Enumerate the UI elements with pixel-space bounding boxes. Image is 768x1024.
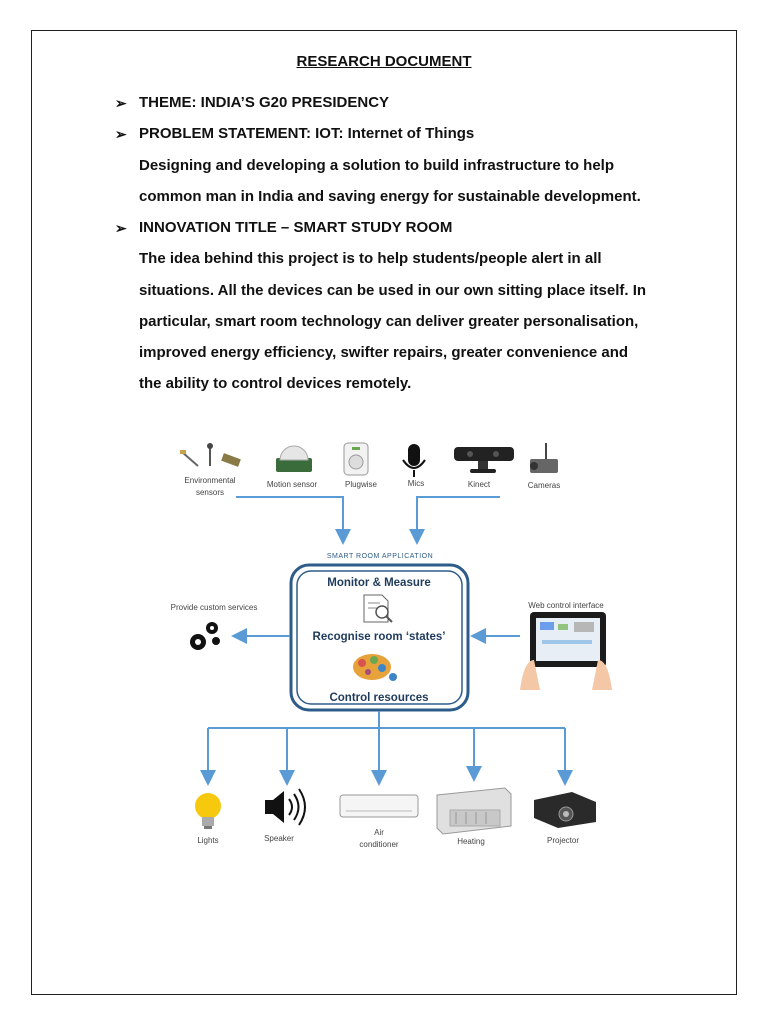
application-box [289,563,470,712]
application-box-inner [296,570,463,705]
air-conditioner-label: conditioner [359,840,398,849]
web-control-label: Web control interface [528,601,604,610]
environmental-sensors-label: Environmental [184,476,235,485]
plugwise-icon [343,442,369,476]
innovation-text-line: situations. All the devices can be used … [139,282,647,299]
plugwise-label: Plugwise [345,480,378,489]
bullet-marker: ➢ [115,220,127,236]
control-resources-label: Control resources [329,692,428,704]
camera-icon [530,443,558,473]
innovation-text-line: improved energy efficiency, swifter repa… [139,344,629,361]
problem-statement-line: PROBLEM STATEMENT: IOT: Internet of Thin… [139,125,475,142]
innovation-text-line: particular, smart room technology can de… [139,313,639,330]
light-bulb-icon [195,793,221,829]
input-arrow [236,496,351,545]
projector-icon [534,792,596,828]
air-conditioner-label: Air [374,828,384,837]
innovation-text-line: the ability to control devices remotely. [139,375,412,392]
monitor-measure-label: Monitor & Measure [327,577,431,589]
lights-label: Lights [197,836,218,845]
heating-label: Heating [457,837,485,846]
theme-line: THEME: INDIA’S G20 PRESIDENCY [139,94,390,111]
mics-label: Mics [408,479,424,488]
smart-room-application-label: SMART ROOM APPLICATION [327,553,433,560]
page-border [31,30,737,995]
document-title: RESEARCH DOCUMENT [296,53,472,70]
motion-sensor-icon [276,445,312,472]
kinect-label: Kinect [468,480,491,489]
projector-label: Projector [547,836,579,845]
kinect-icon [454,447,514,473]
environmental-sensors-label: sensors [196,488,224,497]
innovation-title-line: INNOVATION TITLE – SMART STUDY ROOM [139,219,453,236]
brain-icon [353,654,397,681]
smart-room-diagram: Environmental sensors Motion sensor Plug… [171,442,612,849]
custom-services-label: Provide custom services [171,603,258,612]
problem-text-line: Designing and developing a solution to b… [139,157,615,174]
cameras-label: Cameras [528,481,560,490]
speaker-label: Speaker [264,834,294,843]
magnifier-document-icon [363,594,393,623]
recognise-states-label: Recognise room ‘states’ [313,631,446,643]
tablet-icon [520,612,612,690]
air-conditioner-icon [339,794,419,818]
environmental-sensors-icon [180,443,241,467]
input-arrow [409,496,500,545]
microphone-icon [402,444,426,477]
speaker-icon [265,788,306,826]
heater-icon [436,787,512,835]
motion-sensor-label: Motion sensor [267,480,318,489]
bullet-marker: ➢ [115,126,127,142]
gears-icon [190,622,220,650]
problem-text-line: common man in India and saving energy fo… [139,188,641,205]
bullet-marker: ➢ [115,95,127,111]
innovation-text-line: The idea behind this project is to help … [139,250,602,267]
